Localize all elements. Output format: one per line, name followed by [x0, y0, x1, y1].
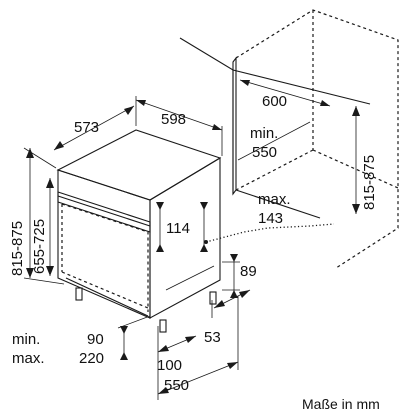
label-cabinet-depth-min: min.: [250, 125, 278, 142]
label-plinth-min-value: 90: [87, 331, 104, 348]
label-door-height: 655-725: [31, 219, 48, 274]
dimension-appliance-height: 815-875: [9, 147, 65, 285]
label-gap-max: max.: [258, 191, 291, 208]
label-cabinet-height: 815-875: [361, 155, 378, 210]
label-plinth-min: min.: [12, 331, 40, 348]
label-cabinet-width: 600: [262, 93, 287, 110]
label-appliance-height: 815-875: [9, 221, 26, 276]
dimension-plinth-range: min. 90 max. 220: [12, 315, 151, 367]
dimension-cabinet-width: 600: [239, 79, 331, 110]
label-panel-height: 114: [166, 220, 190, 237]
dimension-total-depth: 550: [157, 296, 239, 395]
dimension-cabinet-depth: min. 550: [237, 121, 311, 161]
dimension-gap-max: max. 143: [204, 191, 335, 244]
dimension-appliance-depth: 573: [53, 105, 135, 151]
label-plinth-height: 89: [240, 263, 257, 280]
label-foot-offset: 100: [157, 357, 182, 374]
label-cabinet-depth-value: 550: [252, 144, 277, 161]
label-plinth-max-value: 220: [79, 350, 104, 367]
dimension-foot-offset: 100: [157, 326, 197, 400]
units-note: Maße in mm: [302, 396, 380, 412]
label-appliance-width: 598: [161, 111, 186, 128]
dishwasher-body: [56, 129, 222, 319]
dimension-appliance-width: 598: [135, 96, 223, 156]
dimension-door-height: 655-725: [31, 178, 54, 276]
dimension-foot-depth: 53: [204, 289, 251, 346]
label-appliance-depth: 573: [74, 119, 99, 136]
label-plinth-max: max.: [12, 350, 45, 367]
label-gap-value: 143: [258, 210, 283, 227]
dishwasher-feet: [75, 287, 217, 333]
dimension-panel-height: 114: [156, 202, 208, 252]
dimension-cabinet-height: 815-875: [352, 106, 378, 214]
dimension-plinth-height: 89: [222, 254, 257, 298]
label-total-depth: 550: [164, 377, 189, 394]
cabinet-outline: [179, 9, 399, 269]
label-foot-depth: 53: [204, 329, 221, 346]
